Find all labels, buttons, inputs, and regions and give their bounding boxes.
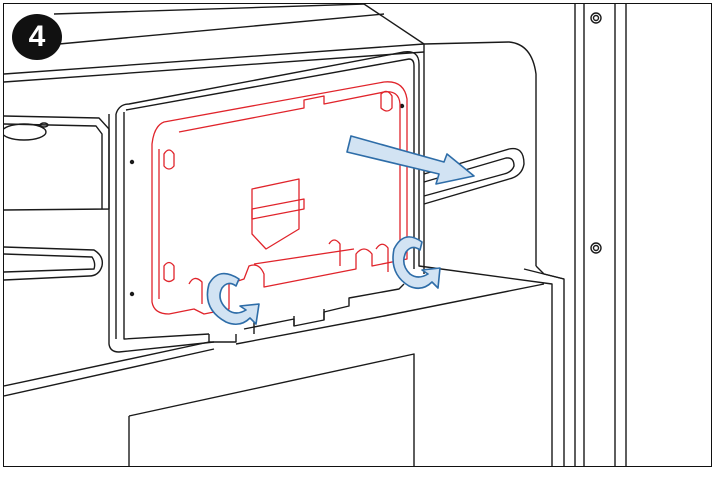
illustration-frame: 4 xyxy=(3,3,712,467)
rotate-screw-icon xyxy=(392,236,441,290)
step-number-badge: 4 xyxy=(12,14,62,60)
appliance-outline xyxy=(4,4,627,466)
rotate-screw-icon xyxy=(206,272,260,326)
mounting-bracket xyxy=(151,81,408,315)
assembly-illustration xyxy=(4,4,627,466)
slide-right-arrow-icon xyxy=(346,135,475,185)
